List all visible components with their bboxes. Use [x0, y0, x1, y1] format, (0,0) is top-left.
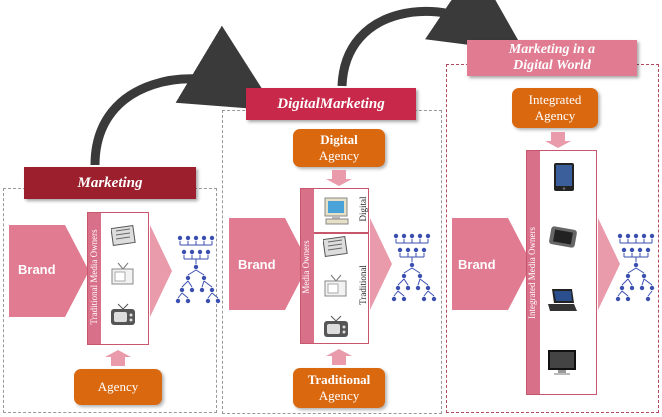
marketing-owners-label: Traditional Media Owners: [89, 229, 99, 325]
integrated-agency-box: Integrated Agency: [512, 88, 598, 128]
digital-section-label: Digital: [358, 196, 368, 222]
marketing-brand-arrow: [9, 225, 89, 317]
digital-agency-arrow: [326, 170, 352, 186]
digital-output-arrow: [370, 218, 392, 310]
integrated-owners-label: Integrated Media Owners: [527, 227, 537, 319]
digital-title-text: DigitalMarketing: [277, 95, 385, 112]
traditional-agency-line2: Agency: [318, 388, 360, 403]
radio-icon: [111, 262, 134, 285]
marketing-brand-label: Brand: [18, 262, 56, 277]
digital-brand-label: Brand: [238, 257, 276, 272]
digital-owners-label: Media Owners: [301, 240, 311, 294]
digital-agency-line1: Digital: [320, 132, 358, 147]
integrated-title-line1: Marketing in a: [508, 42, 596, 57]
phone-icon: [549, 226, 577, 248]
newspaper-icon: [111, 225, 136, 247]
digital-agency-box: Digital Agency: [293, 129, 385, 167]
integrated-output-arrow: [598, 218, 620, 310]
marketing-output-arrow: [150, 225, 172, 317]
flat-tv-icon: [548, 350, 576, 375]
digital-agency-line2: Agency: [318, 148, 360, 163]
integrated-brand-label: Brand: [458, 257, 496, 272]
people-network-icon: [175, 235, 221, 304]
marketing-title-text: Marketing: [77, 174, 143, 191]
laptop-icon: [548, 289, 577, 311]
traditional-agency-arrow: [326, 349, 352, 365]
integrated-agency-arrow: [545, 132, 571, 148]
traditional-section-label: Traditional: [358, 265, 368, 305]
traditional-agency-box: Traditional Agency: [293, 368, 385, 408]
integrated-title-line2: Digital World: [513, 58, 591, 73]
integrated-title: Marketing in a Digital World: [467, 40, 637, 76]
people-network-icon: [391, 233, 437, 302]
newspaper-icon: [323, 236, 348, 258]
radio-icon: [324, 274, 347, 297]
tv-icon: [324, 315, 348, 337]
traditional-agency-line1: Traditional: [307, 372, 371, 387]
integrated-agency-line2: Agency: [534, 108, 576, 123]
people-network-icon: [615, 233, 655, 302]
computer-icon: [324, 197, 349, 225]
curved-arrow-2: [337, 0, 525, 87]
marketing-agency-label: Agency: [97, 379, 139, 394]
tv-icon: [111, 303, 135, 325]
integrated-agency-line1: Integrated: [528, 92, 582, 107]
curved-arrow-1: [90, 25, 276, 166]
marketing-agency-box: Agency: [74, 369, 162, 405]
integrated-brand-arrow: [452, 218, 532, 310]
digital-title: DigitalMarketing: [246, 88, 416, 120]
marketing-title: Marketing: [24, 167, 196, 199]
marketing-agency-arrow: [105, 350, 131, 366]
tablet-icon: [554, 163, 574, 191]
digital-brand-arrow: [229, 218, 309, 310]
